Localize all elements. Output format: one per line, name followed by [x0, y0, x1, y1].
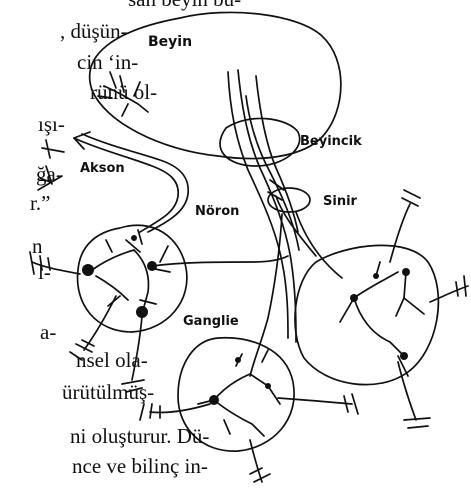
brain-outline	[88, 11, 342, 160]
cell-dendrite	[339, 261, 425, 377]
text-fragment: a-	[40, 320, 57, 344]
text-fragment: ni oluşturur. Dü-	[70, 424, 210, 448]
text-fragment: n	[32, 234, 43, 258]
cell-body	[265, 383, 271, 389]
fiber	[267, 179, 317, 257]
fiber	[69, 295, 117, 361]
cell-body	[82, 264, 94, 276]
cell-body	[131, 235, 137, 241]
text-fragment: san beyin bu-	[128, 0, 241, 10]
cerebellum-outline	[219, 117, 301, 167]
cell-dendrite	[197, 349, 281, 437]
cell-body	[209, 395, 219, 405]
text-fragment: ışı-	[38, 112, 65, 136]
text-fragment: , düşün-	[60, 19, 128, 43]
text-fragment: nsel ola-	[76, 348, 148, 372]
fiber	[429, 275, 469, 303]
ganglion-dendrite	[91, 229, 171, 315]
fiber	[29, 251, 81, 275]
cell-body	[402, 268, 410, 276]
nerve-branch	[249, 213, 283, 377]
nerve-branch	[295, 211, 343, 279]
text-fragment: ürütülmüş-	[62, 380, 155, 404]
axon	[81, 133, 189, 233]
cell-body	[147, 261, 157, 271]
nerve-label: Sinir	[323, 194, 358, 209]
neuron-label: Nöron	[195, 204, 239, 219]
ganglion-label: Ganglie	[183, 314, 239, 329]
fiber	[139, 403, 211, 421]
fiber	[41, 139, 65, 159]
cell-body	[400, 352, 408, 360]
right-cell-outline	[294, 244, 440, 386]
cerebellum-label: Beyincik	[300, 134, 362, 149]
brain-label: Beyin	[148, 34, 192, 50]
brain-dendrite	[97, 71, 149, 117]
fiber	[37, 165, 63, 191]
spinal-cord-strand	[237, 69, 297, 343]
bottom-cell-outline	[177, 336, 295, 452]
axon-arrowhead	[73, 131, 91, 150]
cell-body	[136, 306, 148, 318]
cell-body	[350, 294, 358, 302]
spinal-cord-strand	[255, 75, 299, 233]
axon-label: Akson	[80, 161, 125, 176]
axon	[73, 137, 179, 233]
text-fragment: nce ve bilinç in-	[72, 454, 208, 478]
text-fragment: cin ‘in-	[77, 50, 139, 74]
fiber	[277, 393, 359, 415]
ganglion-outline	[76, 224, 188, 333]
fiber	[397, 361, 431, 429]
fiber	[121, 315, 145, 393]
text-fragment: r.”	[30, 191, 51, 215]
cell-body	[373, 273, 379, 279]
ganglion-link	[151, 255, 289, 267]
spinal-cord-strand	[227, 71, 289, 339]
fiber	[389, 189, 421, 263]
fiber	[249, 439, 271, 483]
cell-body	[235, 357, 241, 363]
